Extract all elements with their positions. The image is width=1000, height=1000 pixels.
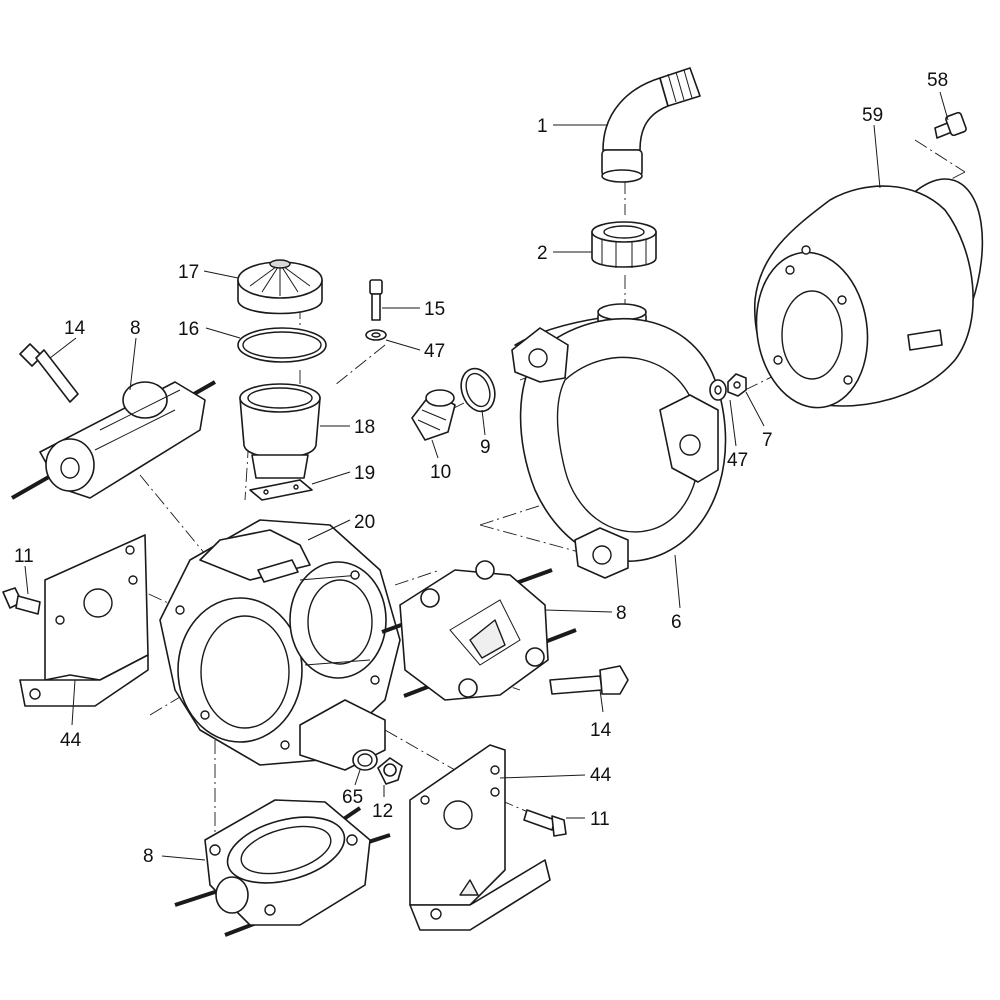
callout-16: 16 (178, 319, 199, 340)
callout-19: 19 (354, 463, 375, 484)
callout-58: 58 (927, 70, 948, 91)
part-11-bolt-right (523, 809, 567, 837)
callout-14-right: 14 (590, 720, 612, 741)
callout-1: 1 (537, 116, 548, 137)
callout-59: 59 (862, 105, 883, 126)
callout-15: 15 (424, 299, 445, 320)
part-59-bell-housing (753, 178, 984, 409)
part-58-screw (934, 111, 967, 139)
callout-47-top: 47 (424, 341, 445, 362)
part-8-valve-block-left (11, 380, 216, 500)
part-9-o-ring (460, 367, 496, 413)
callout-18: 18 (354, 417, 375, 438)
callout-6: 6 (671, 612, 682, 633)
part-8-valve-block-middle (381, 560, 577, 701)
callout-2: 2 (537, 243, 548, 264)
callout-8-left: 8 (130, 318, 141, 339)
part-11-bolt-left (2, 587, 41, 615)
callout-7: 7 (762, 430, 773, 451)
part-19-gasket-plate (249, 479, 313, 501)
callout-65: 65 (342, 787, 363, 808)
part-20-pump-body (159, 519, 401, 771)
callout-11-left: 11 (14, 546, 34, 567)
part-8-valve-block-bottom (174, 799, 391, 937)
callout-14-left: 14 (64, 318, 86, 339)
part-1-elbow-fitting (601, 67, 701, 183)
leader-lines (24, 91, 949, 861)
callout-20: 20 (354, 512, 375, 533)
part-6-manifold-ring (511, 303, 727, 579)
part-12-plug (377, 757, 403, 785)
part-47-washer-top (365, 329, 387, 341)
part-16-o-ring (237, 327, 327, 363)
callout-11-right: 11 (590, 809, 610, 830)
part-47-washer-right (709, 379, 727, 401)
callout-12: 12 (372, 801, 393, 822)
callout-9: 9 (480, 437, 491, 458)
callout-8-bottom: 8 (143, 846, 154, 867)
callout-labels: 1 2 58 59 17 15 16 47 14 8 18 10 9 47 7 … (14, 70, 948, 867)
part-2-union-nut (591, 221, 657, 268)
part-15-bolt (369, 279, 383, 321)
callout-10: 10 (430, 462, 451, 483)
callout-44-right: 44 (590, 765, 612, 786)
part-7-nut (727, 373, 747, 397)
part-65-o-ring (352, 749, 378, 771)
part-10-valve (411, 389, 456, 441)
part-14-bolt-left (19, 343, 79, 403)
callout-17: 17 (178, 262, 199, 283)
callout-8-middle: 8 (616, 603, 627, 624)
part-44-bracket-right (409, 744, 551, 931)
callout-44-left: 44 (60, 730, 82, 751)
part-44-bracket-left (19, 534, 149, 707)
part-17-cap (237, 259, 323, 315)
part-18-bowl (239, 383, 321, 479)
callout-47-right: 47 (727, 450, 748, 471)
part-14-bolt-right (549, 665, 629, 695)
